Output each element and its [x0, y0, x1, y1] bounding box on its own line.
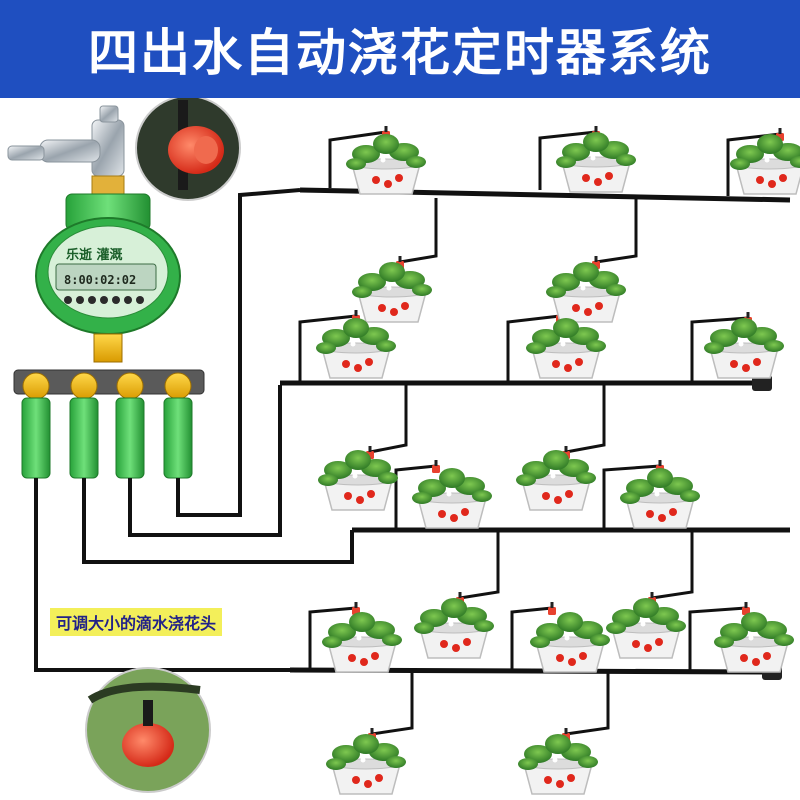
page-title: 四出水自动浇花定时器系统 — [88, 24, 712, 82]
title-banner: 四出水自动浇花定时器系统 — [0, 0, 800, 98]
timer-buttons — [64, 296, 144, 304]
drip-mainlines — [280, 187, 791, 675]
dripper-closeup-top — [135, 98, 241, 201]
four-way-manifold-icon — [13, 369, 205, 479]
feed-lines — [34, 188, 354, 672]
irrigation-diagram — [7, 98, 800, 795]
water-timer-icon — [35, 193, 181, 363]
potted-strawberry-icon — [315, 131, 800, 795]
faucet-icon — [7, 105, 125, 195]
dripper-closeup-bottom — [85, 667, 211, 793]
timer-brand-label: 乐逝 灌溉 — [66, 248, 123, 263]
timer-display: 8:00:02:02 — [64, 273, 137, 287]
dripper-caption: 可调大小的滴水浇花头 — [50, 608, 223, 636]
